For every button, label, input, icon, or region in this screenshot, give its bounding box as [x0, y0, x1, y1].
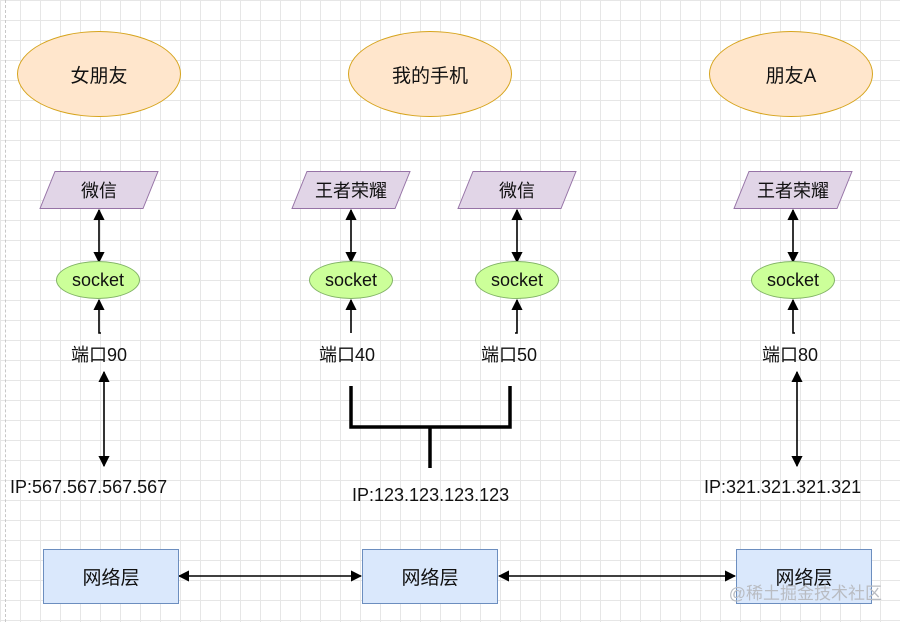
device-girlfriend: 女朋友 [17, 31, 181, 117]
app-wechat-mid: 微信 [457, 171, 577, 209]
arrow-port50-socket [511, 298, 523, 334]
page-border-dashed [5, 0, 6, 622]
arrow-port80-socket [787, 298, 799, 334]
socket-right: socket [751, 261, 835, 299]
app-king-right: 王者荣耀 [733, 171, 853, 209]
ip-right-label: IP:321.321.321.321 [704, 477, 862, 497]
socket-mid-1: socket [309, 261, 393, 299]
network-layer-right: 网络层 [736, 549, 872, 604]
bracket-ports-merge [349, 386, 512, 468]
network-layer-left: 网络层 [43, 549, 179, 604]
app-label: 微信 [499, 181, 535, 201]
port-80-label: 端口80 [762, 345, 819, 365]
ip-mid-label: IP:123.123.123.123 [352, 485, 510, 505]
socket-mid-2: socket [475, 261, 559, 299]
app-label: 微信 [81, 181, 117, 201]
network-layer-mid: 网络层 [362, 549, 498, 604]
app-king-mid: 王者荣耀 [291, 171, 411, 209]
arrow-port90-socket [93, 298, 105, 334]
device-friend-a: 朋友A [709, 31, 873, 117]
port-50-label: 端口50 [481, 345, 538, 365]
app-wechat-left: 微信 [39, 171, 159, 209]
port-90-label: 端口90 [71, 345, 128, 365]
socket-left: socket [56, 261, 140, 299]
port-40-label: 端口40 [319, 345, 376, 365]
watermark-text: @稀土掘金技术社区 [728, 584, 882, 603]
app-label: 王者荣耀 [315, 181, 387, 201]
ip-left-label: IP:567.567.567.567 [10, 477, 168, 497]
device-my-phone: 我的手机 [348, 31, 512, 117]
app-label: 王者荣耀 [757, 181, 829, 201]
